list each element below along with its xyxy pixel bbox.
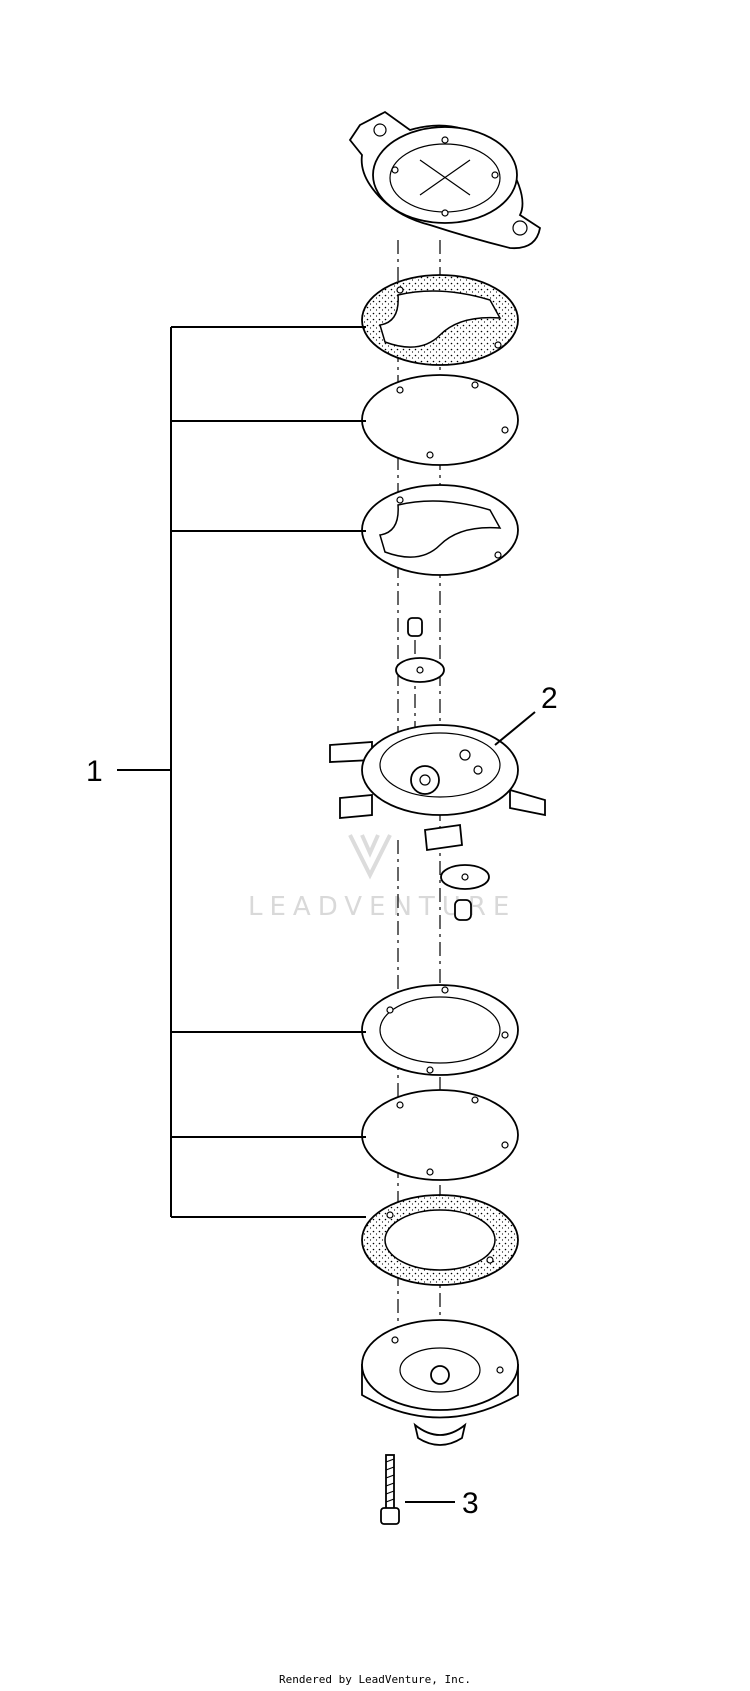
check-valve-upper: [395, 617, 445, 683]
watermark-text: LEADVENTURE: [248, 892, 516, 922]
callout-1: 1: [86, 755, 103, 788]
gasket-lower-1: [361, 984, 519, 1076]
item-1-bracket: [117, 326, 366, 1218]
gasket-lower-2: [361, 1194, 519, 1286]
pump-body: [329, 724, 546, 852]
pump-cover-bottom: [361, 1319, 519, 1446]
diaphragm-upper: [361, 374, 519, 466]
footer-credit: Rendered by LeadVenture, Inc.: [278, 1673, 472, 1686]
callout-2: 2: [541, 682, 558, 715]
check-valve-lower: [440, 864, 490, 921]
leader-line-2: [494, 711, 536, 746]
diaphragm-lower: [361, 1089, 519, 1181]
pump-cover-top: [348, 110, 541, 250]
callout-3: 3: [462, 1487, 479, 1520]
gasket-upper-1: [361, 274, 519, 366]
screw: [380, 1454, 400, 1525]
gasket-upper-2: [361, 484, 519, 576]
